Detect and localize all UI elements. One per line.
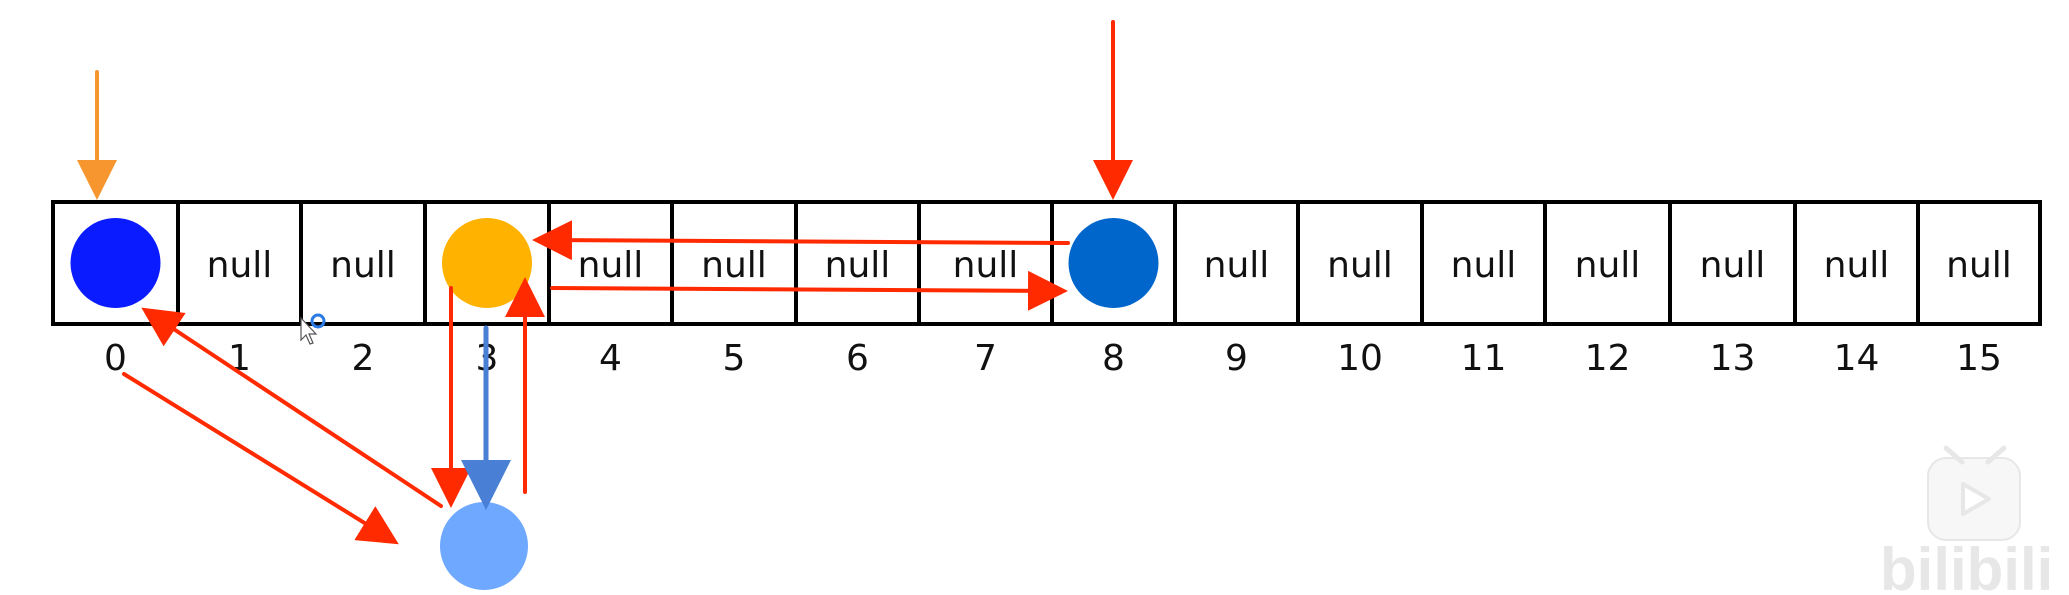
cell-null-text: null bbox=[825, 245, 891, 286]
index-label: 2 bbox=[352, 338, 375, 379]
index-label: 15 bbox=[1956, 338, 2002, 379]
cell-null-text: null bbox=[1700, 245, 1766, 286]
cell-null-text: null bbox=[701, 245, 767, 286]
bucket-node-8 bbox=[1068, 218, 1159, 308]
index-label: 8 bbox=[1102, 338, 1125, 379]
cell-null-text: null bbox=[207, 245, 273, 286]
index-label: 11 bbox=[1461, 338, 1507, 379]
cell-null-text: null bbox=[1451, 245, 1517, 286]
index-label: 14 bbox=[1834, 338, 1880, 379]
arrow-0-to-lower bbox=[122, 372, 399, 545]
index-label: 9 bbox=[1225, 338, 1248, 379]
arrow-lower-to-0 bbox=[141, 307, 443, 508]
mouse-cursor-icon bbox=[300, 313, 326, 345]
cell-null-text: null bbox=[1946, 245, 2012, 286]
bilibili-watermark-icon bbox=[1927, 445, 2021, 541]
index-label: 5 bbox=[723, 338, 746, 379]
cell-null-text: null bbox=[1575, 245, 1641, 286]
index-label: 13 bbox=[1710, 338, 1756, 379]
arrow-8-to-3 bbox=[532, 220, 1070, 261]
array-frame bbox=[51, 200, 2042, 326]
index-label: 0 bbox=[104, 338, 127, 379]
index-label: 7 bbox=[974, 338, 997, 379]
cell-null-text: null bbox=[1327, 245, 1393, 286]
bucket-node-3 bbox=[442, 218, 532, 308]
arrows bbox=[77, 20, 1133, 545]
cell-null-text: null bbox=[578, 245, 644, 286]
index-label: 12 bbox=[1585, 338, 1631, 379]
arrow-3-to-8 bbox=[550, 270, 1068, 311]
index-label: 4 bbox=[599, 338, 622, 379]
cell-null-text: null bbox=[1824, 245, 1890, 286]
bilibili-watermark-text: bilibili bbox=[1880, 536, 2053, 595]
array-cells: null null null null null null null null null null… bbox=[51, 200, 2042, 326]
cell-null-text: null bbox=[1204, 245, 1270, 286]
index-label: 10 bbox=[1337, 338, 1383, 379]
index-label: 6 bbox=[846, 338, 869, 379]
bucket-node-0 bbox=[70, 218, 161, 308]
linked-node-lower bbox=[440, 502, 528, 590]
cell-null-text: null bbox=[953, 245, 1019, 286]
cell-null-text: null bbox=[330, 245, 396, 286]
